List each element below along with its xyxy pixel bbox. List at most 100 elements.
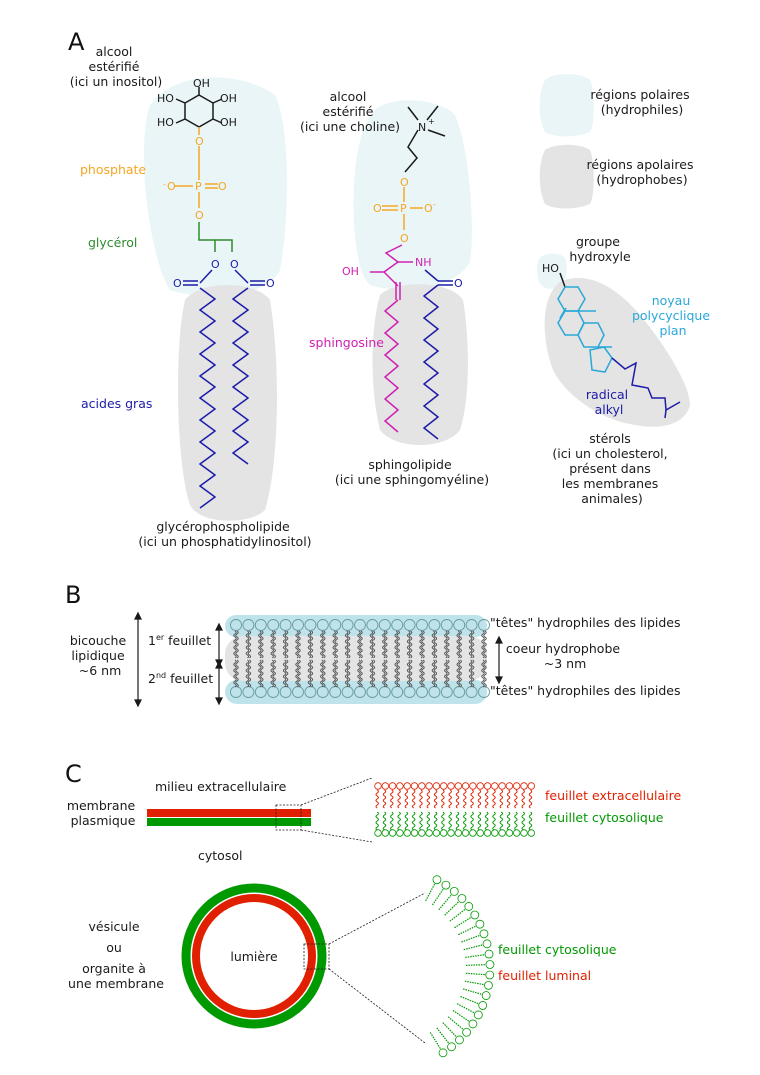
lipid-tail <box>433 659 438 688</box>
lipid-tail <box>235 659 239 688</box>
lipid-tail <box>521 789 525 809</box>
sterol-polycyclic-core <box>557 286 613 373</box>
lipid-head <box>391 619 404 631</box>
lipid-tail <box>421 659 425 688</box>
lipid-tail <box>359 630 363 659</box>
lipid-tail <box>332 659 336 688</box>
lipid-tail <box>384 630 388 659</box>
glycerophospholipid-label: glycérophospholipide (ici un phosphatidy… <box>138 519 311 549</box>
phosphate-label: phosphate <box>80 162 146 177</box>
lipid-head-extracellular <box>425 782 433 790</box>
svg-text:-: - <box>163 180 166 189</box>
hydroxyl-group-label: groupe hydroxyle <box>569 234 631 264</box>
sm-polar-region <box>353 100 472 290</box>
lipid-tail <box>320 659 324 688</box>
lipid-tail <box>419 659 423 688</box>
lipid-tail <box>446 659 450 688</box>
lipid-tail <box>444 630 448 659</box>
lipid-head-cytosolic <box>374 829 382 837</box>
lipid-tail <box>334 659 338 688</box>
lipid-tail <box>441 811 445 831</box>
lipid-tail <box>463 944 483 951</box>
sterols-label: stérols (ici un cholesterol, présent dan… <box>552 431 671 506</box>
lipid-head <box>341 619 354 631</box>
lipid-tail <box>468 659 473 688</box>
lipid-tail <box>322 630 326 659</box>
lipid-tail <box>247 659 252 688</box>
lipid-head-extracellular <box>527 782 535 790</box>
lipid-tail <box>390 789 394 809</box>
svg-text:+: + <box>428 117 435 126</box>
lipid-tail <box>322 659 326 688</box>
lipid-head-cytosolic <box>462 1027 472 1037</box>
fatty-acids-label: acides gras <box>81 396 152 411</box>
lipid-tail <box>442 1022 457 1037</box>
lipid-head-cytosolic <box>396 829 404 837</box>
panel-label-c: C <box>65 760 82 788</box>
lipid-tail <box>419 811 423 831</box>
lipid-tail <box>477 789 482 809</box>
plasma-membrane-bilayer-detail <box>374 782 535 837</box>
lipid-head <box>378 619 391 631</box>
lipid-tail <box>483 630 487 659</box>
lipid-head-extracellular <box>476 782 484 790</box>
lipid-tail <box>272 659 276 688</box>
panel-label-a: A <box>68 28 85 56</box>
plasma-membrane-label: membrane plasmique <box>67 798 139 828</box>
pi-ester-bonds <box>183 269 265 286</box>
lipid-tail <box>295 630 299 659</box>
lipid-tail <box>441 789 445 809</box>
lipid-tail <box>455 811 460 831</box>
lipid-head-extracellular <box>396 782 404 790</box>
pi-polar-region <box>143 77 287 296</box>
lipid-tail <box>452 1010 470 1022</box>
sm-fatty-acid-chain <box>422 284 440 440</box>
lipid-head-cytosolic <box>410 829 419 837</box>
lipid-head <box>304 619 317 631</box>
inositol-ring <box>175 87 223 135</box>
cytosolic-leaflet-bar <box>147 818 311 826</box>
lipid-head-cytosolic <box>441 880 451 890</box>
lipid-head-cytosolic <box>513 829 521 837</box>
pi-apolar-region <box>178 285 277 521</box>
lipid-tail <box>426 789 431 809</box>
pi-alcohol-label: alcool estérifié (ici un inositol) <box>70 44 162 89</box>
first-leaflet-label: 1er feuillet <box>148 633 211 648</box>
svg-text:N: N <box>418 121 426 134</box>
sphingosine-chain-line <box>383 299 400 433</box>
lipid-tail <box>270 630 274 659</box>
svg-text:O: O <box>400 176 409 189</box>
lipid-tail <box>461 934 480 943</box>
lipid-head-cytosolic <box>455 1035 464 1045</box>
lipid-head <box>453 619 466 631</box>
extracellular-leaflet-bar <box>147 809 311 817</box>
vesicle-label: vésicule ou organite à une membrane <box>68 919 164 991</box>
lipid-tail <box>514 811 518 831</box>
choline-group <box>404 105 446 173</box>
lipid-tail <box>460 995 479 1005</box>
inositol-hydroxyls: OH HO OH HO OH <box>157 77 237 129</box>
lipid-head-cytosolic <box>483 829 492 837</box>
lipid-tail <box>270 659 274 688</box>
lipid-head <box>316 619 329 631</box>
lipid-tail <box>406 659 411 688</box>
svg-text:OH: OH <box>220 116 237 129</box>
lipid-tail <box>432 888 444 906</box>
sm-phosphate-atoms: O O P O - O <box>373 176 436 245</box>
extracellular-medium-label: milieu extracellulaire <box>155 779 287 794</box>
lipid-tail <box>245 630 250 659</box>
lipid-tail <box>433 789 438 809</box>
lipid-head-extracellular <box>498 782 506 790</box>
lipid-tail <box>425 883 436 902</box>
lipid-head <box>254 619 267 631</box>
lipid-tail <box>369 659 374 688</box>
lipid-head-cytosolic <box>473 1010 483 1020</box>
lipid-head <box>230 619 242 631</box>
bilayer-6nm-arrow <box>134 611 142 708</box>
lipid-tail <box>484 789 489 809</box>
sphingosine-atoms: OH NH <box>342 256 432 278</box>
choline-alcohol-label: alcool estérifié (ici une choline) <box>300 89 400 134</box>
lipid-tail <box>464 980 484 986</box>
zoom-line-vesicle-top <box>328 892 426 945</box>
lipid-head-cytosolic <box>479 929 489 939</box>
